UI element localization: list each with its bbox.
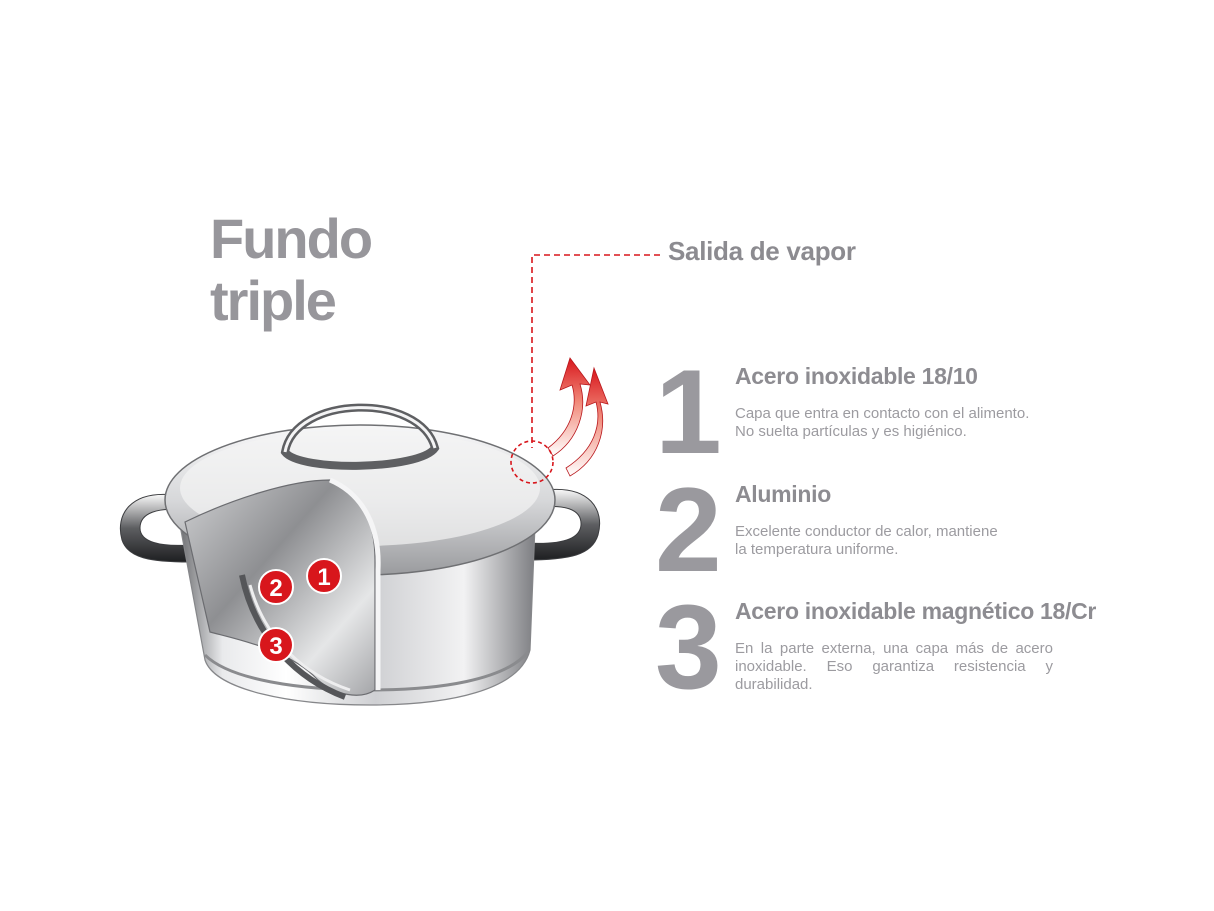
layer-1-number: 1 <box>655 345 722 479</box>
layer-1-desc-line-1: Capa que entra en contacto con el alimen… <box>735 405 1030 422</box>
page-title: Fundo triple <box>210 207 373 332</box>
badge-3: 3 <box>258 627 294 663</box>
layer-1: 1 Acero inoxidable 18/10 Capa que entra … <box>655 347 1095 477</box>
layer-2: 2 Aluminio Excelente conductor de calor,… <box>655 465 1095 595</box>
svg-text:2: 2 <box>269 575 282 602</box>
vapor-leader-line <box>531 254 660 448</box>
svg-text:3: 3 <box>269 633 282 660</box>
layer-1-desc-line-2: No suelta partículas y es higiénico. <box>735 423 967 440</box>
layer-1-description: Capa que entra en contacto con el alimen… <box>735 405 1053 441</box>
layer-2-desc-line-2: la temperatura uniforme. <box>735 541 899 558</box>
layer-2-number: 2 <box>655 463 722 597</box>
layer-3: 3 Acero inoxidable magnético 18/Cr En la… <box>655 582 1097 712</box>
vapor-label: Salida de vapor <box>668 236 856 266</box>
layer-3-title: Acero inoxidable magnético 18/Cr <box>735 598 1097 624</box>
layer-1-title: Acero inoxidable 18/10 <box>735 363 978 389</box>
title-line-1: Fundo <box>210 207 373 270</box>
vapor-arrow-left <box>547 357 591 457</box>
layer-2-title: Aluminio <box>735 481 831 507</box>
layer-3-description: En la parte externa, una capa más de ace… <box>735 640 1053 693</box>
badge-1: 1 <box>306 558 342 594</box>
title-line-2: triple <box>210 269 337 332</box>
layer-2-desc-line-1: Excelente conductor de calor, mantiene <box>735 523 998 540</box>
vapor-vent-marker <box>510 440 554 484</box>
svg-text:1: 1 <box>317 564 330 591</box>
layer-3-number: 3 <box>655 580 722 714</box>
vapor-arrow-right <box>565 366 609 477</box>
badge-2: 2 <box>258 569 294 605</box>
layer-2-description: Excelente conductor de calor, mantiene l… <box>735 523 1053 559</box>
